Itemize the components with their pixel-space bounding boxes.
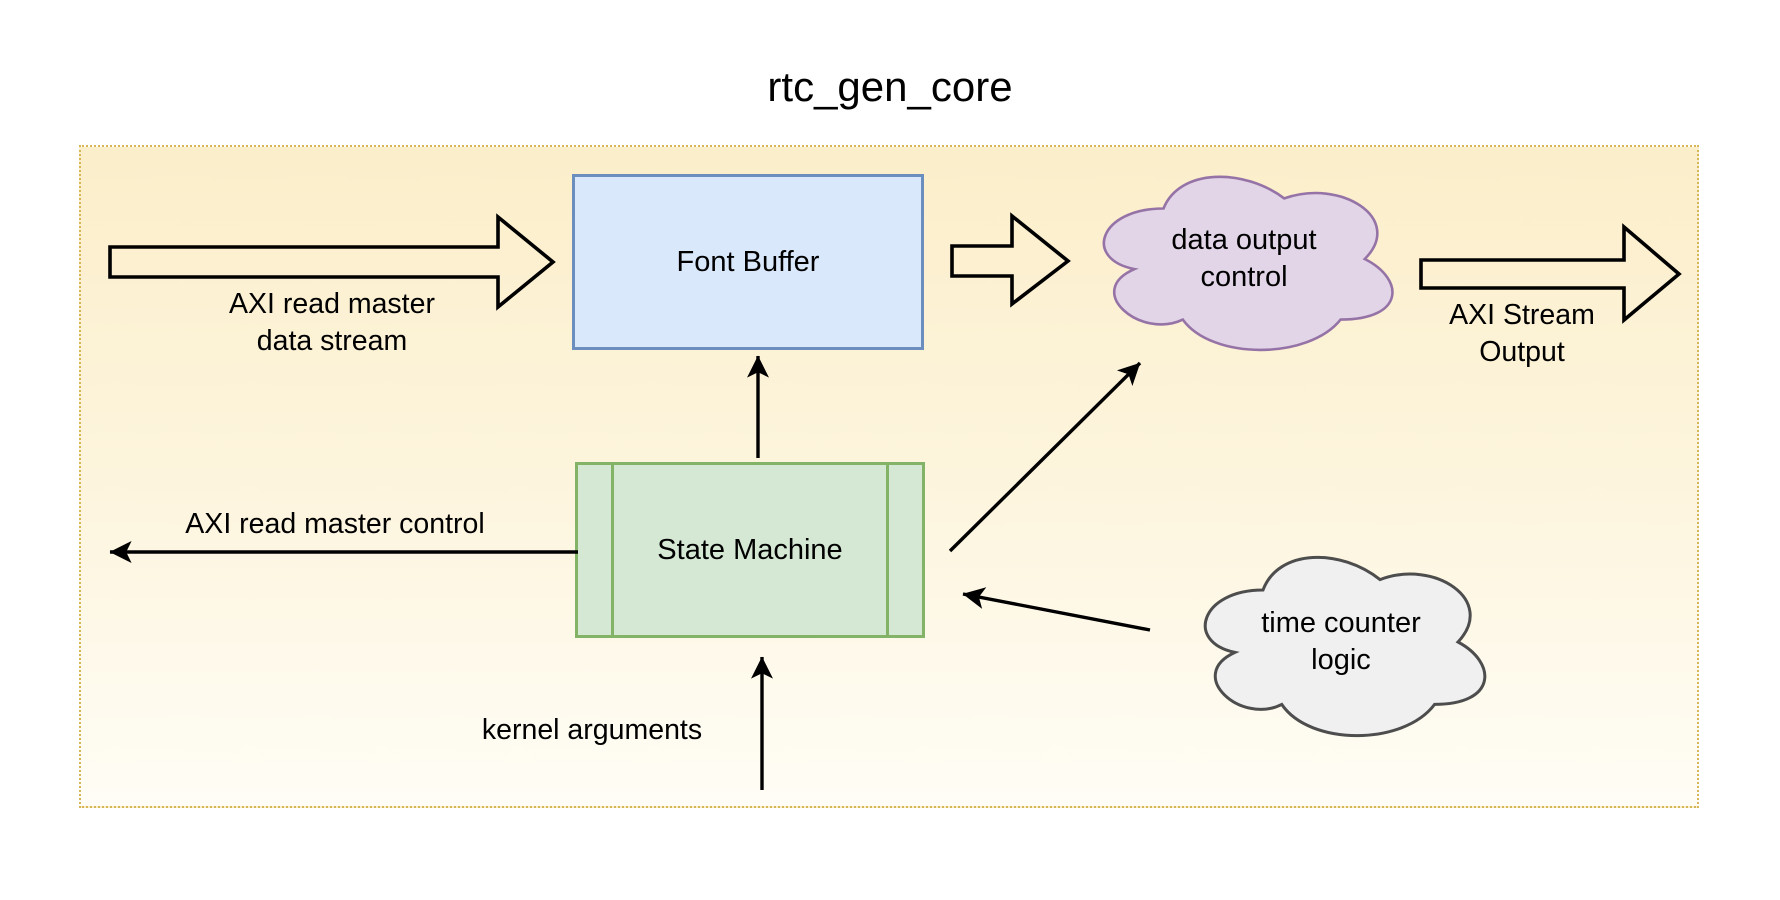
kernel-arguments-label: kernel arguments — [481, 714, 703, 746]
data-output-control-label: data output control — [1171, 224, 1317, 293]
data-output-control-node: data output control — [1083, 158, 1405, 360]
axi-read-master-data-stream-label: AXI read master data stream — [229, 288, 435, 357]
axi-stream-output-label: AXI Stream Output — [1449, 299, 1595, 368]
axi-read-master-control-label: AXI read master control — [185, 508, 485, 540]
font-buffer-label: Font Buffer — [676, 245, 820, 278]
state-machine-node: State Machine — [575, 462, 925, 638]
state-machine-label: State Machine — [657, 533, 843, 566]
diagram-title: rtc_gen_core — [767, 63, 1013, 110]
font-buffer-node: Font Buffer — [572, 174, 924, 350]
time-counter-logic-label: time counter logic — [1261, 607, 1421, 676]
process-bar-right — [886, 465, 889, 635]
cloud-shape — [1185, 538, 1497, 746]
process-bar-left — [611, 465, 614, 635]
time-counter-logic-node: time counter logic — [1185, 538, 1497, 746]
cloud-shape — [1083, 158, 1405, 360]
